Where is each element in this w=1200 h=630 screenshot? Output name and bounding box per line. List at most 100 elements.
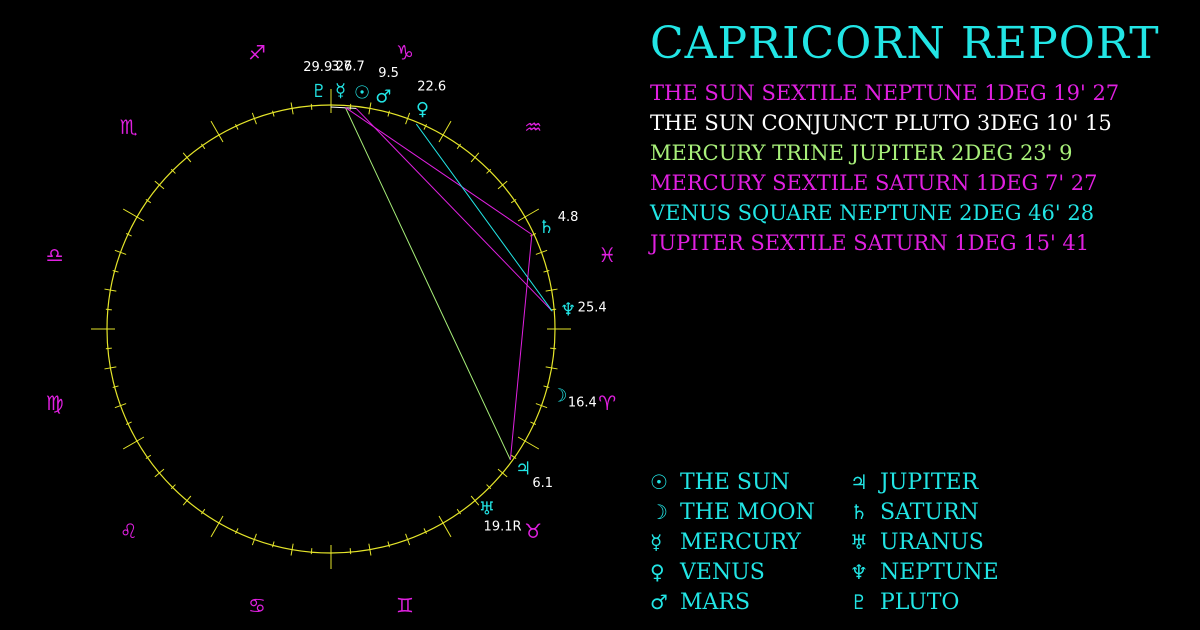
degree-tick	[545, 366, 558, 370]
degree-tick	[456, 508, 462, 515]
degree-tick	[114, 403, 127, 409]
degree-tick	[423, 528, 427, 535]
planet-glyph-icon: ☿	[650, 530, 663, 554]
planet-glyph-icon: ♃	[850, 470, 868, 494]
legend-item: ☿ Mercury	[650, 527, 850, 557]
degree-tick	[545, 288, 558, 292]
legend-item: ♃ Jupiter	[850, 467, 1030, 497]
aspect-line-sextile	[345, 107, 533, 235]
legend-label: Venus	[680, 559, 765, 585]
degree-ticks	[91, 89, 571, 569]
degree-tick	[510, 198, 517, 204]
degree-tick	[438, 515, 452, 538]
degree-tick	[470, 152, 480, 163]
legend-label: Mercury	[680, 529, 801, 555]
mars-degree-label: 9.5	[378, 66, 399, 81]
degree-tick	[470, 495, 480, 506]
saturn-icon: ♄	[538, 217, 554, 238]
planet-glyph-icon: ♇	[850, 590, 868, 614]
degree-tick	[349, 548, 352, 555]
aspect-lines	[330, 106, 553, 461]
degree-tick	[272, 110, 275, 117]
moon-degree-label: 16.4	[568, 395, 597, 410]
mercury-degree-label: 3.7	[331, 60, 352, 75]
degree-tick	[543, 385, 550, 388]
planet-glyph-icon: ☉	[650, 470, 668, 494]
degree-tick	[182, 495, 192, 506]
degree-tick	[535, 403, 548, 409]
degree-tick	[486, 168, 492, 174]
degree-tick	[368, 102, 372, 115]
degree-tick	[290, 102, 294, 115]
astrology-wheel: ♈♉♊♋♌♍♎♏♐♑♒♓ ☽♃♅♇☿☉♂♀♄♆ 16.46.119.1R29.9…	[46, 41, 617, 618]
aspect-line-square	[415, 123, 553, 312]
degree-tick	[210, 515, 224, 538]
degree-tick	[145, 454, 152, 460]
degree-tick	[405, 533, 411, 546]
degree-tick	[251, 533, 257, 546]
legend-item: ♄ Saturn	[850, 497, 1030, 527]
degree-tick	[114, 249, 127, 255]
page-title: Capricorn Report	[650, 18, 1160, 69]
aspect-line-sextile	[355, 108, 553, 312]
degree-tick	[235, 123, 239, 130]
legend-label: Uranus	[880, 529, 984, 555]
degree-tick	[290, 543, 294, 556]
degree-tick	[182, 152, 192, 163]
aspect-line-conjunct	[330, 106, 357, 109]
neptune-icon: ♆	[560, 299, 576, 320]
jupiter-degree-label: 6.1	[532, 476, 553, 491]
saturn-degree-label: 4.8	[558, 210, 579, 225]
degree-tick	[405, 112, 411, 125]
legend-label: Neptune	[880, 559, 999, 585]
jupiter-icon: ♃	[515, 459, 531, 480]
uranus-degree-label: 19.1R	[484, 520, 522, 535]
degree-tick	[105, 347, 112, 350]
degree-tick	[154, 180, 165, 190]
legend-item: ♇ Pluto	[850, 587, 1030, 617]
degree-tick	[310, 548, 313, 555]
degree-tick	[122, 436, 145, 450]
aspect-item: Mercury Trine Jupiter 2deg 23' 9	[650, 141, 1073, 165]
mars-icon: ♂	[375, 86, 391, 107]
degree-tick	[387, 541, 390, 548]
degree-tick	[104, 288, 117, 292]
sun-icon: ☉	[354, 83, 370, 104]
degree-tick	[550, 347, 557, 350]
degree-tick	[200, 508, 206, 515]
legend-label: Pluto	[880, 589, 960, 615]
sign-pisces-icon: ♓	[598, 243, 616, 267]
degree-tick	[272, 541, 275, 548]
degree-tick	[510, 454, 517, 460]
degree-tick	[105, 308, 112, 311]
legend-label: Saturn	[880, 499, 979, 525]
degree-tick	[235, 528, 239, 535]
moon-icon: ☽	[551, 386, 567, 407]
sign-sagittarius-icon: ♐	[248, 41, 266, 65]
legend-label: Jupiter	[880, 469, 979, 495]
mercury-icon: ☿	[335, 81, 346, 102]
degree-tick	[517, 436, 540, 450]
sign-libra-icon: ♎	[46, 243, 64, 267]
aspect-item: Venus Square Neptune 2deg 46' 28	[650, 201, 1095, 225]
degree-tick	[438, 120, 452, 143]
degree-tick	[112, 270, 119, 273]
degree-tick	[154, 468, 165, 478]
degree-tick	[530, 421, 537, 425]
uranus-icon: ♅	[479, 498, 495, 519]
degree-tick	[310, 103, 313, 110]
legend-item: ♂Mars	[650, 587, 850, 617]
degree-tick	[125, 421, 132, 425]
legend-item: ☉The Sun	[650, 467, 850, 497]
neptune-degree-label: 25.4	[578, 300, 607, 315]
planet-glyph-icon: ♄	[850, 500, 868, 524]
venus-icon: ♀	[416, 99, 429, 120]
sign-gemini-icon: ♊	[396, 593, 414, 617]
degree-tick	[535, 249, 548, 255]
degree-tick	[170, 168, 176, 174]
degree-tick	[497, 468, 508, 478]
degree-tick	[543, 270, 550, 273]
degree-tick	[517, 208, 540, 222]
venus-degree-label: 22.6	[417, 80, 446, 95]
